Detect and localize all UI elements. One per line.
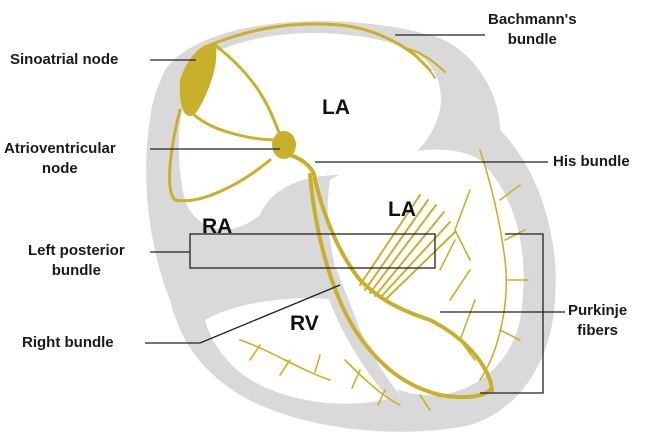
label-bachmanns-bundle: Bachmann's bundle xyxy=(488,10,577,50)
label-purkinje-line2: fibers xyxy=(568,321,627,341)
label-bachmanns-line2: bundle xyxy=(488,30,577,50)
chamber-label-la-mid: LA xyxy=(388,198,416,222)
chamber-label-ra: RA xyxy=(202,215,232,239)
label-right-bundle: Right bundle xyxy=(22,333,114,353)
label-left-posterior-line1: Left posterior xyxy=(28,241,125,261)
chamber-label-la-top: LA xyxy=(322,96,350,120)
label-left-posterior-bundle: Left posterior bundle xyxy=(28,241,125,281)
label-his-bundle: His bundle xyxy=(553,152,630,172)
chamber-label-rv: RV xyxy=(290,312,319,336)
label-sinoatrial-node: Sinoatrial node xyxy=(10,50,118,70)
label-av-line1: Atrioventricular xyxy=(4,139,116,159)
label-left-posterior-line2: bundle xyxy=(28,261,125,281)
label-bachmanns-line1: Bachmann's xyxy=(488,10,577,30)
label-purkinje-fibers: Purkinje fibers xyxy=(568,301,627,341)
label-av-line2: node xyxy=(4,159,116,179)
label-purkinje-line1: Purkinje xyxy=(568,301,627,321)
label-atrioventricular-node: Atrioventricular node xyxy=(4,139,116,179)
